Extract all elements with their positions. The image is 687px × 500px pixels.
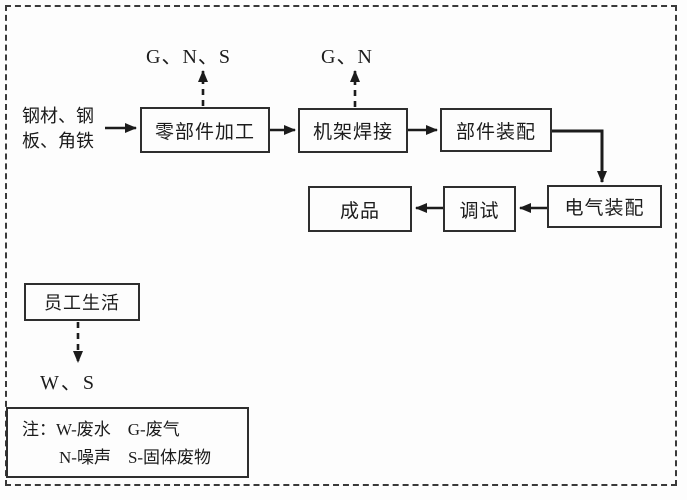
legend-line2: N-噪声 S-固体废物 <box>59 448 212 467</box>
box-frame-welding: 机架焊接 <box>298 108 408 153</box>
box-component-assembly: 部件装配 <box>440 108 552 152</box>
box-electrical-assembly: 电气装配 <box>547 185 662 228</box>
emission-label-parts: G、N、S <box>146 46 232 68</box>
arrow-assembly-to-electrical <box>552 129 607 183</box>
legend-line1: 注：W-废水 G-废气 <box>22 420 180 439</box>
input-materials-line1: 钢材、钢 <box>22 106 94 126</box>
box-finished-product: 成品 <box>308 186 412 232</box>
box-parts-processing: 零部件加工 <box>140 107 270 153</box>
input-materials-label: 钢材、钢板、角铁 <box>22 104 94 154</box>
emission-label-welding: G、N <box>321 46 373 68</box>
box-debugging: 调试 <box>443 186 516 232</box>
input-materials-line2: 板、角铁 <box>22 131 94 151</box>
legend-note-box: 注：W-废水 G-废气 N-噪声 S-固体废物 <box>6 407 249 478</box>
box-staff-life: 员工生活 <box>24 283 140 321</box>
emission-label-staff: W、S <box>40 372 96 394</box>
